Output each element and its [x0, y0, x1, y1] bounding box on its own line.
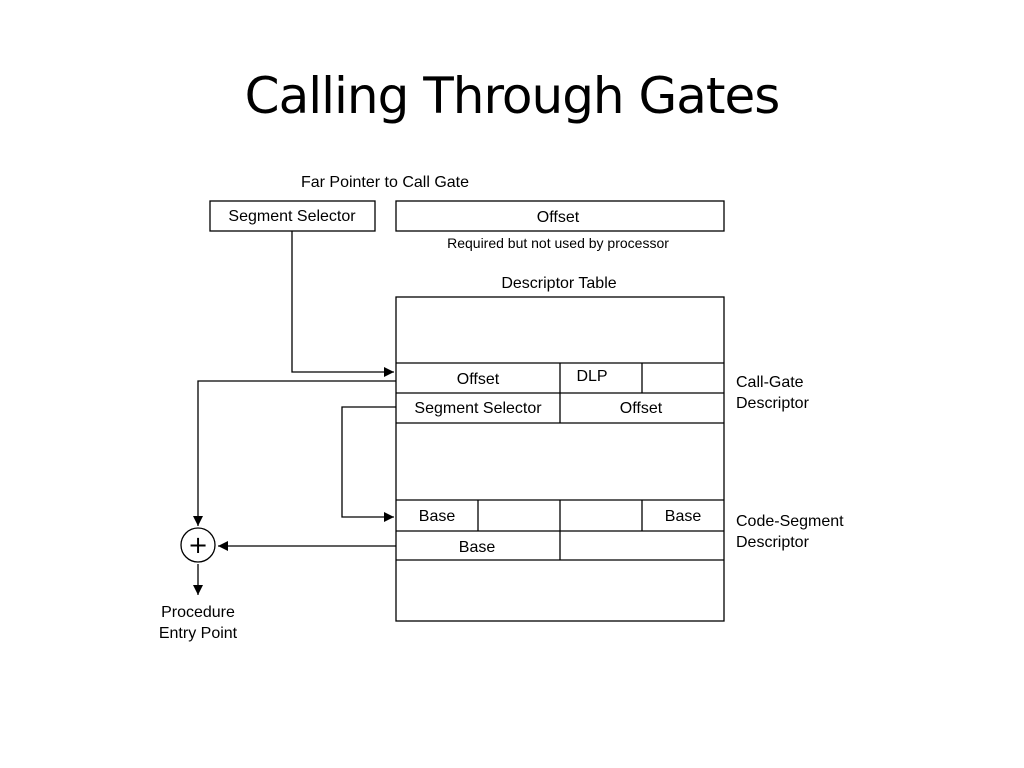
call-gate-label-line2: Descriptor	[736, 395, 810, 412]
call-gate-offset-high: Offset	[620, 400, 663, 417]
descriptor-table	[395, 296, 725, 622]
code-segment-base-c: Base	[459, 539, 496, 556]
slide-title: Calling Through Gates	[244, 67, 781, 125]
entry-point-label-line1: Procedure	[161, 604, 235, 621]
selector-to-call-gate-arrow	[291, 231, 394, 377]
gate-selector-to-code-segment-arrow	[341, 406, 396, 522]
call-gate-dpl: DLP	[576, 368, 607, 385]
call-gate-offset-low: Offset	[457, 371, 500, 388]
offset-to-adder-arrow	[193, 380, 396, 526]
adder-circle	[180, 527, 216, 563]
far-pointer-offset-text: Offset	[537, 209, 580, 226]
offset-note: Required but not used by processor	[447, 235, 669, 251]
far-pointer-segment-selector-box	[209, 200, 376, 232]
far-pointer-segment-selector-text: Segment Selector	[228, 208, 356, 225]
descriptor-table-label: Descriptor Table	[501, 275, 616, 292]
entry-point-label-line2: Entry Point	[159, 625, 238, 642]
code-segment-base-a: Base	[419, 508, 456, 525]
far-pointer-offset-box	[395, 200, 725, 232]
far-pointer-label: Far Pointer to Call Gate	[301, 174, 469, 191]
code-segment-label-line2: Descriptor	[736, 534, 810, 551]
code-segment-label-line1: Code-Segment	[736, 513, 844, 530]
call-gate-segment-selector: Segment Selector	[414, 400, 542, 417]
adder-plus-icon: +	[188, 531, 208, 559]
call-gate-label-line1: Call-Gate	[736, 374, 804, 391]
code-segment-base-b: Base	[665, 508, 702, 525]
